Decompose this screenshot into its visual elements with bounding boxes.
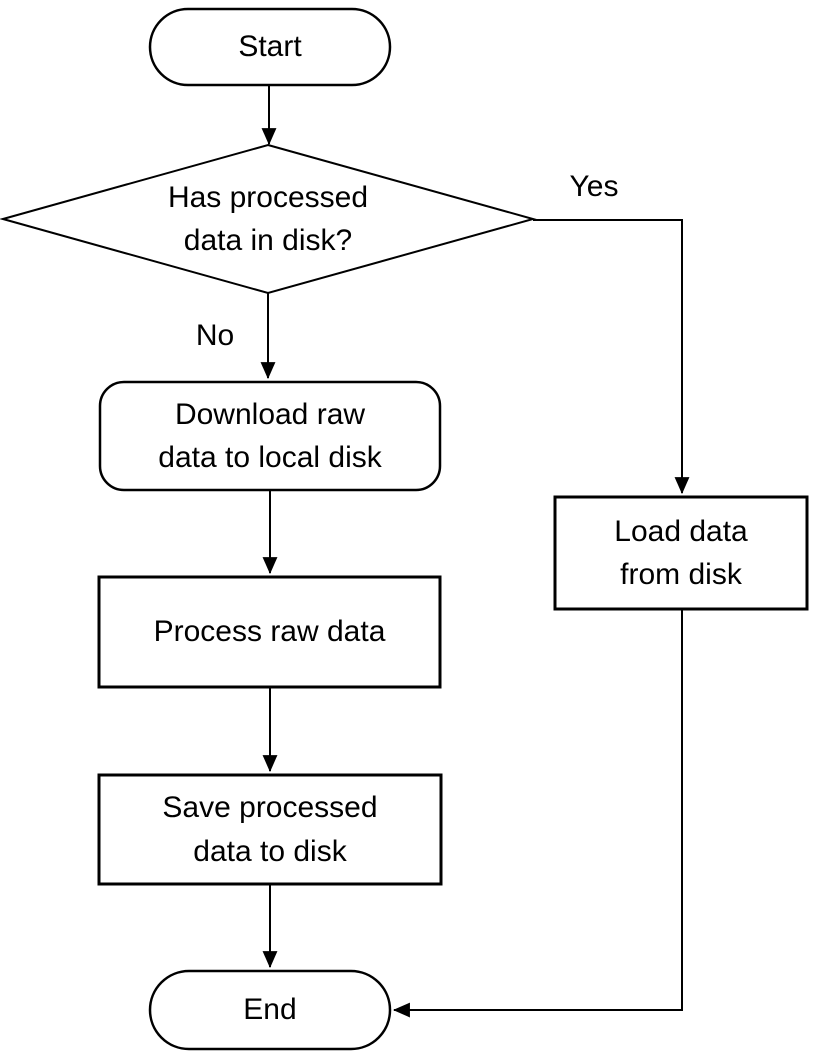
edge-load-to-end [392,609,683,1018]
edge-decision-to-load [533,219,690,495]
load-node-shape [553,495,809,611]
end-node-shape [148,969,392,1051]
start-node-shape [148,7,392,87]
download-node-shape [98,380,442,492]
process-node-shape [97,575,442,689]
save-node-shape [97,773,443,886]
decision-node-shape [0,143,537,295]
